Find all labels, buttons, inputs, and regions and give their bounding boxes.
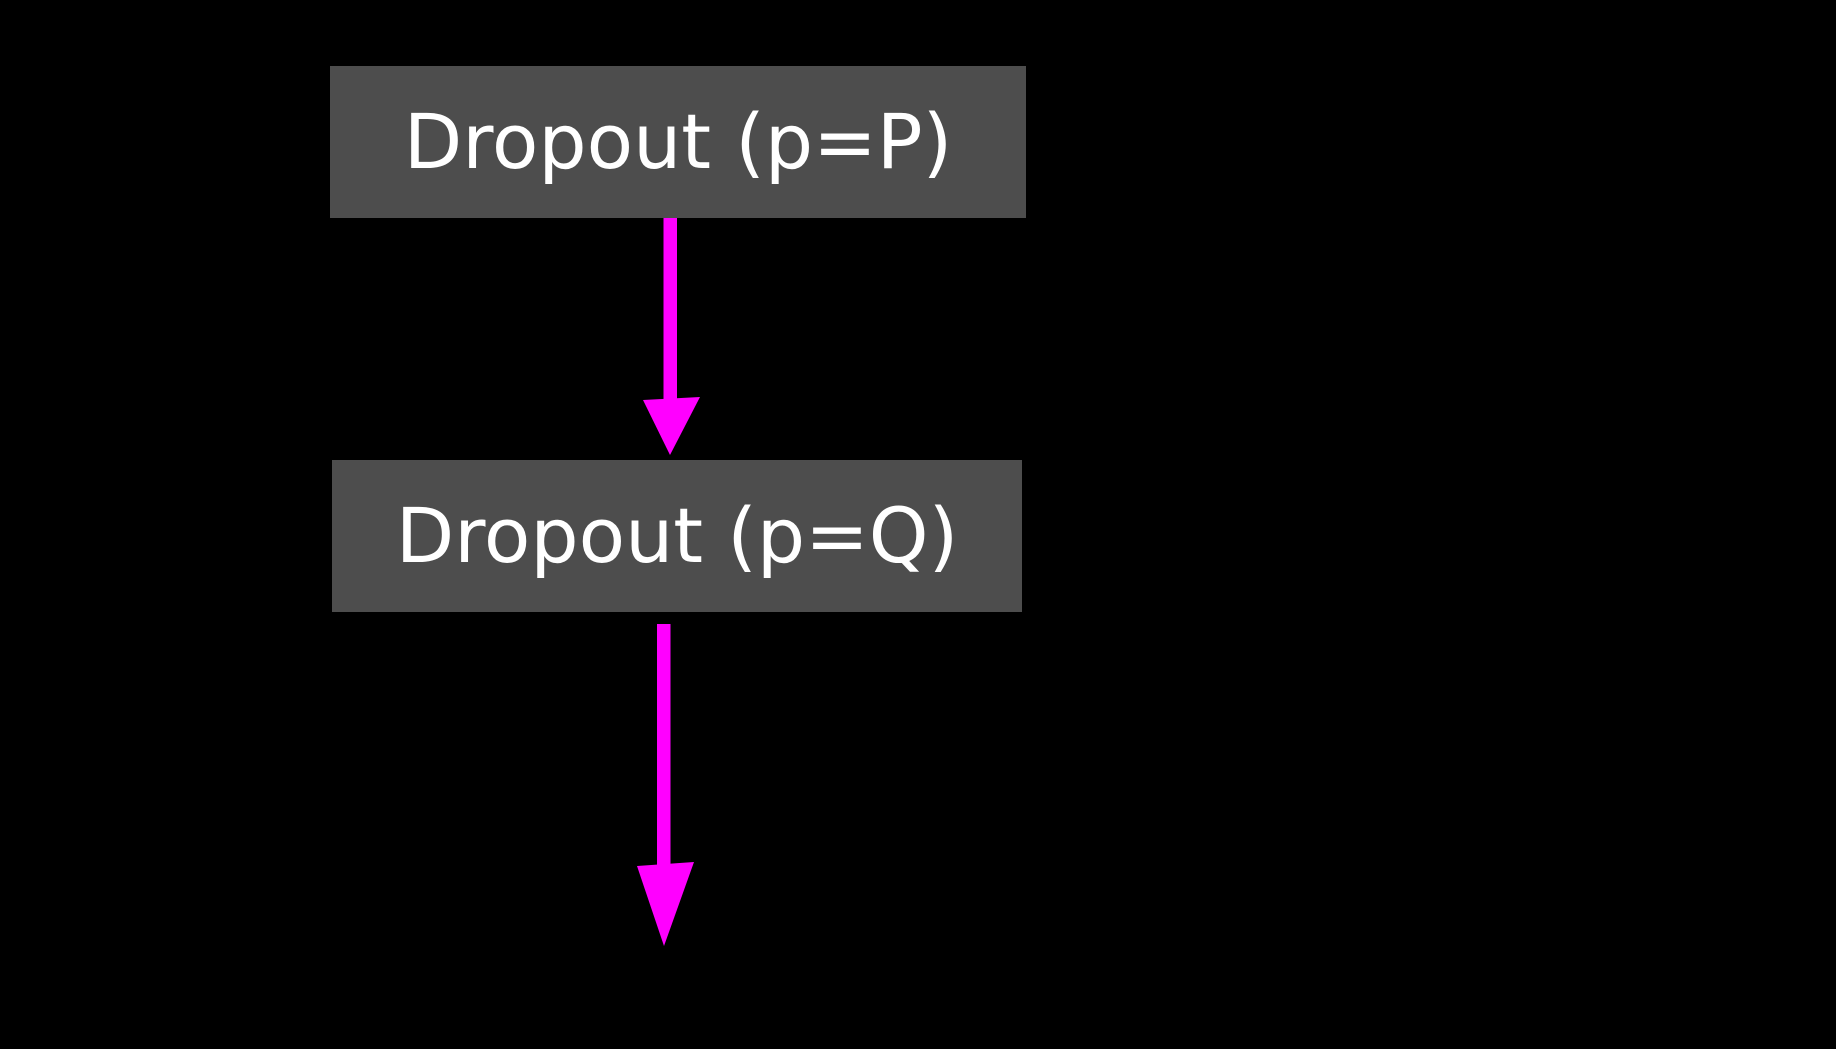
node-dropout-p-label: Dropout (p=P) bbox=[403, 97, 953, 186]
node-dropout-p[interactable]: Dropout (p=P) bbox=[330, 66, 1026, 218]
node-dropout-q[interactable]: Dropout (p=Q) bbox=[332, 460, 1022, 612]
node-dropout-q-label: Dropout (p=Q) bbox=[395, 491, 959, 580]
edge-dropout-q-to-output bbox=[637, 624, 694, 946]
edge-arrowhead-1 bbox=[643, 397, 700, 455]
edge-line-1 bbox=[663, 218, 677, 402]
edge-arrowhead-2 bbox=[637, 862, 694, 946]
edge-dropout-p-to-dropout-q bbox=[643, 218, 700, 455]
edge-line-2 bbox=[657, 624, 671, 866]
